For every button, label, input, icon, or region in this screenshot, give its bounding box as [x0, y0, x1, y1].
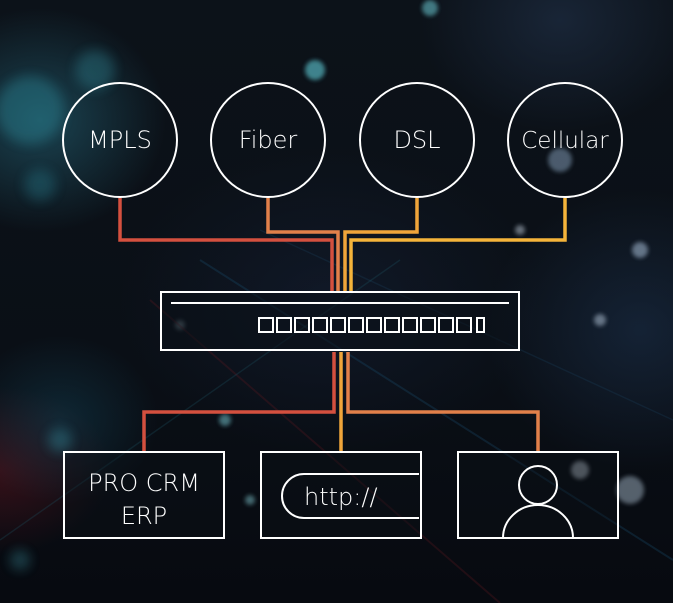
connection-node-fiber: Fiber [210, 82, 326, 198]
crm-label: PRO CRM [88, 469, 200, 497]
device-port [348, 317, 364, 333]
mpls-link-line [118, 198, 334, 292]
dsl-link-line [343, 198, 419, 292]
device-port [312, 317, 328, 333]
device-port [384, 317, 400, 333]
user-icon [502, 465, 574, 539]
connection-node-dsl: DSL [359, 82, 475, 198]
crm-link-line [142, 352, 336, 452]
device-port [276, 317, 292, 333]
connection-node-label: Fiber [239, 126, 298, 154]
device-port [366, 317, 382, 333]
downlink-lines [142, 352, 540, 452]
connection-node-label: DSL [393, 126, 440, 154]
device-port [402, 317, 418, 333]
connection-node-cellular: Cellular [507, 82, 623, 198]
device-port [294, 317, 310, 333]
cellular-link-line [349, 198, 567, 292]
fiber-link-line [266, 198, 340, 292]
device-ports [258, 317, 485, 333]
connection-node-label: MPLS [88, 126, 152, 154]
url-text: http:// [304, 483, 378, 511]
device-status-light [476, 317, 485, 333]
endpoint-web: http:// [260, 451, 422, 539]
device-port [330, 317, 346, 333]
connection-node-mpls: MPLS [62, 82, 178, 198]
device-port [438, 317, 454, 333]
connection-node-label: Cellular [521, 128, 609, 154]
device-port [420, 317, 436, 333]
erp-label: ERP [121, 502, 167, 530]
network-device [160, 291, 520, 351]
device-port [258, 317, 274, 333]
endpoint-crm-erp: PRO CRM ERP [63, 451, 225, 539]
endpoint-user [457, 451, 619, 539]
device-port [456, 317, 472, 333]
uplink-lines [118, 198, 567, 292]
url-bar [281, 473, 419, 519]
user-link-line [346, 352, 540, 452]
